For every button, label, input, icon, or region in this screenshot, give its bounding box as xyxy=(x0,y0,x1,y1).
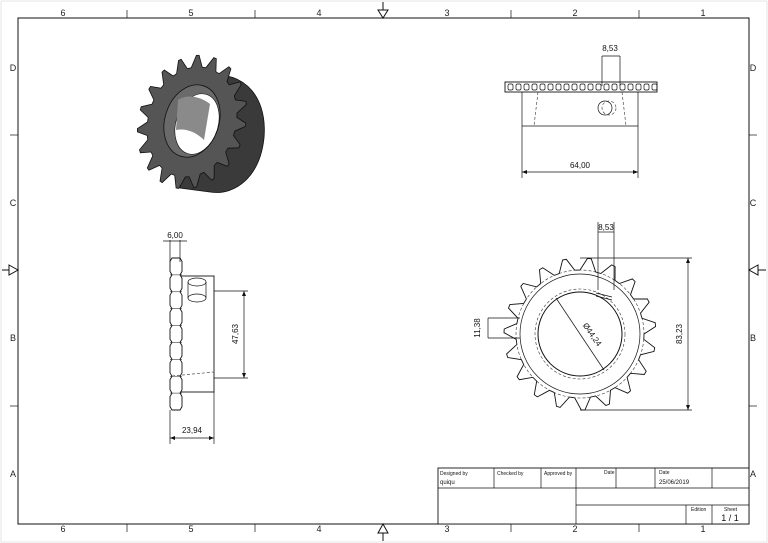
tb-date-value: 25/06/2019 xyxy=(659,480,690,486)
side-view-hub xyxy=(177,275,215,393)
top-view xyxy=(504,55,658,178)
front-view xyxy=(487,222,692,411)
dim-front-left: 11,38 xyxy=(473,318,482,338)
sprocket-bore-shadow xyxy=(176,96,210,140)
dim-top-width: 8,53 xyxy=(602,44,618,53)
tb-approved-by-label: Approved by xyxy=(544,471,573,477)
dim-side-width: 23,94 xyxy=(182,426,203,435)
tb-designed-by-value: quiqu xyxy=(440,480,455,486)
col-label-top-4: 4 xyxy=(316,8,321,18)
top-view-tooth xyxy=(507,83,514,91)
top-view-tooth xyxy=(555,83,562,91)
tb-checked-by-label: Checked by xyxy=(497,471,524,477)
row-label-right-d: D xyxy=(750,63,757,73)
col-label-bottom-5: 5 xyxy=(188,524,193,534)
row-label-right-a: A xyxy=(750,469,756,479)
col-label-bottom-3: 3 xyxy=(444,524,449,534)
row-label-left-b: B xyxy=(10,333,16,343)
col-label-bottom-6: 6 xyxy=(60,524,65,534)
side-view-plate xyxy=(169,257,183,411)
top-view-teeth xyxy=(507,83,658,91)
top-view-tooth xyxy=(515,83,522,91)
dim-front-height: 83,23 xyxy=(675,323,684,344)
top-view-tooth xyxy=(635,83,642,91)
top-view-outline xyxy=(504,81,658,93)
top-view-tooth xyxy=(651,83,658,91)
top-view-tooth xyxy=(611,83,618,91)
top-view-tooth xyxy=(571,83,578,91)
top-view-tooth xyxy=(619,83,626,91)
col-label-top-3: 3 xyxy=(444,8,449,18)
top-view-tooth xyxy=(547,83,554,91)
top-view-tooth xyxy=(539,83,546,91)
top-view-tooth xyxy=(523,83,530,91)
col-label-bottom-2: 2 xyxy=(572,524,577,534)
drawing-frame xyxy=(17,17,750,525)
dim-side-thickness: 6,00 xyxy=(167,231,183,240)
tb-sheet-label: Sheet xyxy=(724,507,738,513)
row-label-left-d: D xyxy=(10,63,17,73)
top-view-tooth xyxy=(603,83,610,91)
col-label-bottom-1: 1 xyxy=(700,524,705,534)
row-label-right-b: B xyxy=(750,333,756,343)
dim-front-tooth: 8,53 xyxy=(598,223,614,232)
top-view-tooth xyxy=(587,83,594,91)
top-view-tooth xyxy=(531,83,538,91)
tb-sheet-value: 1 / 1 xyxy=(721,513,739,523)
dim-side-height: 47,63 xyxy=(231,323,240,344)
top-view-tooth xyxy=(595,83,602,91)
tb-date-label-1: Date xyxy=(604,470,615,476)
tb-date-label-2: Date xyxy=(659,470,670,476)
col-label-bottom-4: 4 xyxy=(316,524,321,534)
top-view-tooth xyxy=(643,83,650,91)
top-view-tooth xyxy=(579,83,586,91)
column-ticks xyxy=(10,10,757,532)
dim-top-length: 64,00 xyxy=(570,161,591,170)
row-label-right-c: C xyxy=(750,198,757,208)
top-view-tooth xyxy=(563,83,570,91)
col-label-top-1: 1 xyxy=(700,8,705,18)
row-label-left-a: A xyxy=(10,469,16,479)
col-label-top-5: 5 xyxy=(188,8,193,18)
top-view-tooth xyxy=(627,83,634,91)
tb-edition-label: Edition xyxy=(691,507,707,513)
isometric-sprocket-view xyxy=(137,54,265,193)
side-view xyxy=(163,240,248,444)
row-label-left-c: C xyxy=(10,198,17,208)
col-label-top-2: 2 xyxy=(572,8,577,18)
col-label-top-6: 6 xyxy=(60,8,65,18)
tb-designed-by-label: Designed by xyxy=(440,471,468,477)
title-block xyxy=(437,467,750,525)
